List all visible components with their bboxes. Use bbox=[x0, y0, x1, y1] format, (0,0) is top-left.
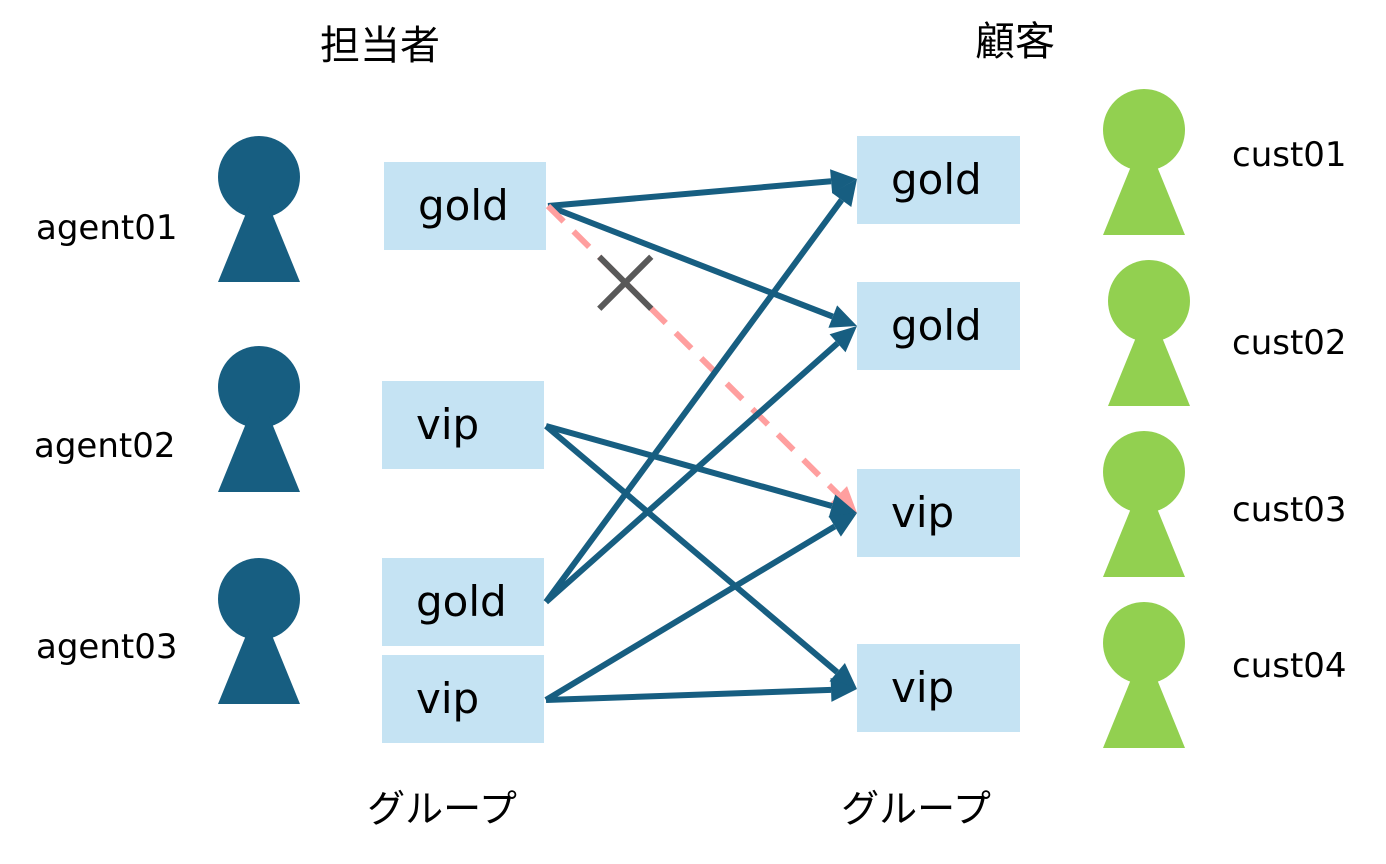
agent-label: agent01 bbox=[36, 208, 178, 248]
allowed-arrow bbox=[545, 677, 857, 703]
customer-group-box: gold bbox=[857, 136, 1020, 224]
customer-label: cust02 bbox=[1232, 323, 1347, 363]
customer-label: cust04 bbox=[1232, 646, 1347, 686]
person-icon bbox=[1103, 89, 1185, 235]
agent-label: agent02 bbox=[34, 426, 176, 466]
customers-heading: 顧客 bbox=[975, 19, 1055, 65]
allowed-arrow bbox=[547, 169, 857, 209]
agent-group-box: gold bbox=[382, 558, 544, 646]
customer-label: cust01 bbox=[1232, 135, 1347, 175]
person-icon bbox=[1108, 260, 1190, 406]
allowed-arrow bbox=[545, 423, 857, 518]
agent-group-box: vip bbox=[382, 655, 544, 743]
denied-arrow bbox=[545, 203, 857, 513]
customer-group-box: gold bbox=[857, 282, 1020, 370]
person-icon bbox=[218, 558, 300, 704]
allowed-arrow bbox=[546, 203, 857, 328]
agent-label: agent03 bbox=[36, 627, 178, 667]
customer-groups-footer: グループ bbox=[841, 787, 991, 831]
customer-label: cust03 bbox=[1232, 490, 1347, 530]
allowed-arrow bbox=[544, 326, 857, 605]
cross-mark-icon bbox=[597, 254, 654, 311]
agents-heading: 担当者 bbox=[320, 23, 440, 69]
person-icon bbox=[218, 346, 300, 492]
agent-groups-footer: グループ bbox=[367, 787, 517, 831]
person-icon bbox=[1103, 431, 1185, 577]
customer-group-box: vip bbox=[857, 469, 1020, 557]
person-icon bbox=[1103, 602, 1185, 748]
allowed-arrow bbox=[544, 513, 857, 703]
allowed-arrow bbox=[543, 179, 857, 604]
person-icon bbox=[218, 136, 300, 282]
agent-group-box: gold bbox=[384, 162, 546, 250]
customer-group-box: vip bbox=[857, 644, 1020, 732]
agent-group-box: vip bbox=[382, 381, 544, 469]
